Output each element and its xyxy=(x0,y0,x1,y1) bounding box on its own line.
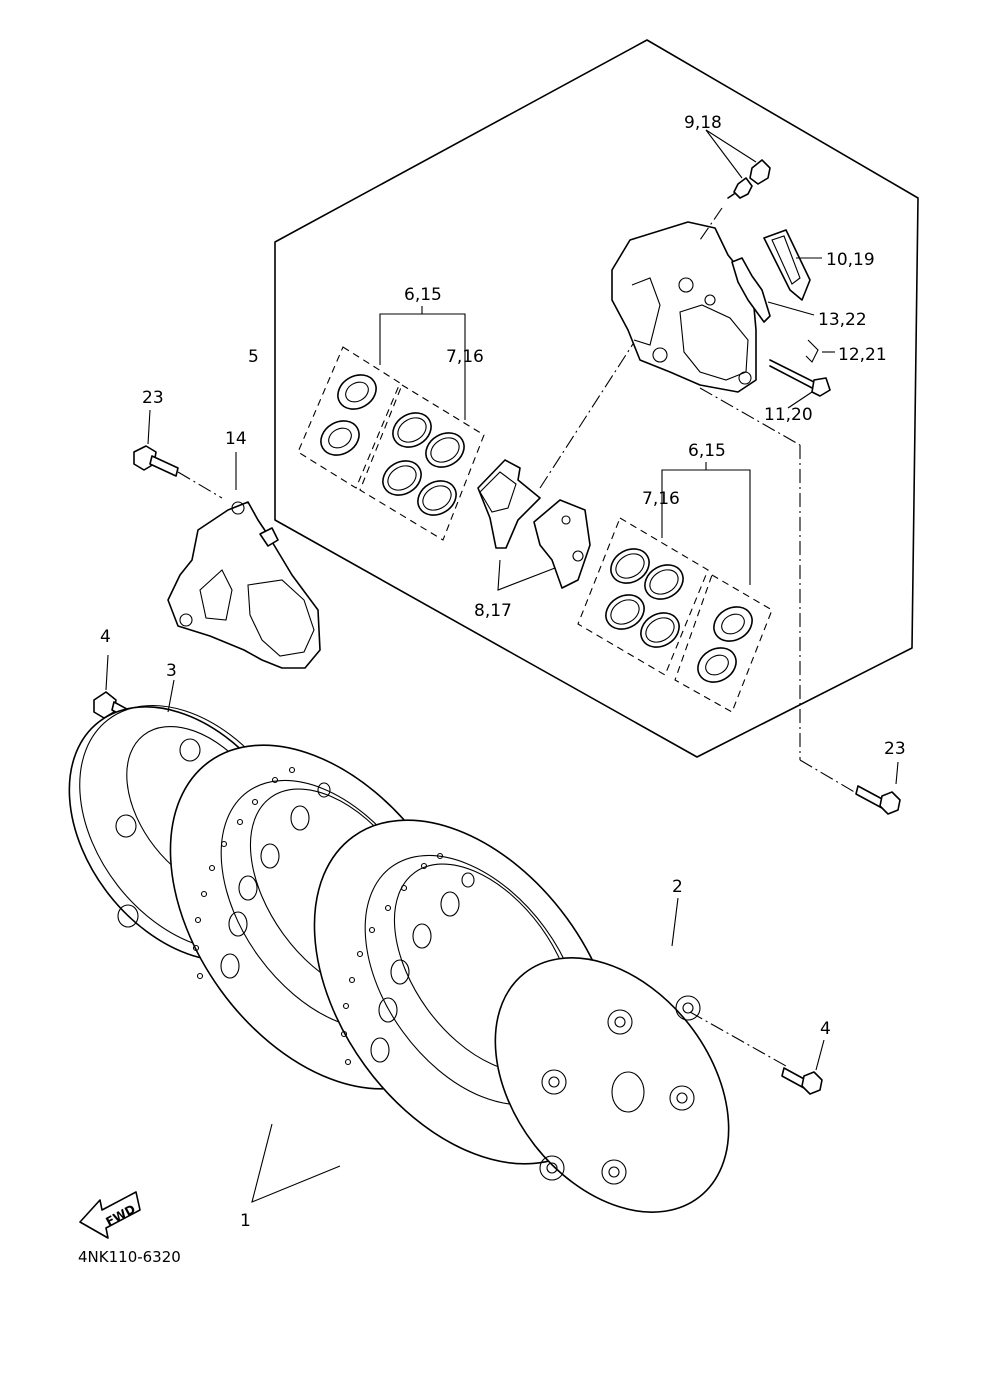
label-pad-spring: 10,19 xyxy=(826,250,875,270)
pad-spring xyxy=(763,229,822,301)
piston-seal-group-upper xyxy=(297,306,485,541)
disc-bolt-right xyxy=(689,1011,825,1095)
caliper-bolt-lower xyxy=(855,761,901,815)
caliper-left xyxy=(167,452,321,669)
piston-seal-group-lower xyxy=(577,462,773,713)
label-cover-right: 2 xyxy=(672,877,683,897)
label-bolt-left: 4 xyxy=(100,627,111,647)
label-seal-upper: 7,16 xyxy=(446,347,484,367)
brake-pads xyxy=(477,329,643,591)
label-disc: 1 xyxy=(240,1211,251,1231)
label-caliper-bolt-upper: 23 xyxy=(142,388,164,408)
label-cover-left: 3 xyxy=(166,661,177,681)
label-caliper-bolt-lower: 23 xyxy=(884,739,906,759)
disc-front-holes xyxy=(192,766,331,980)
label-bolt-right: 4 xyxy=(820,1019,831,1039)
caliper-bolt-upper xyxy=(133,409,223,499)
label-piston-lower: 6,15 xyxy=(688,441,726,461)
disc-leader xyxy=(251,1123,341,1203)
label-support: 13,22 xyxy=(818,310,867,330)
disc-rear-holes xyxy=(340,852,475,1066)
label-caliper-assy: 5 xyxy=(248,347,259,367)
label-seal-lower: 7,16 xyxy=(642,489,680,509)
fwd-arrow-icon: FWD xyxy=(79,1191,141,1239)
caliper-assembly-outline xyxy=(274,39,919,758)
label-pads: 8,17 xyxy=(474,601,512,621)
label-caliper-left: 14 xyxy=(225,429,247,449)
pad-support xyxy=(731,257,815,323)
label-clip: 12,21 xyxy=(838,345,887,365)
label-bleed-screw: 9,18 xyxy=(684,113,722,133)
disc-cover-right xyxy=(494,897,730,1213)
bleed-screw xyxy=(699,129,771,241)
caliper-right xyxy=(611,221,757,393)
pad-pin xyxy=(769,339,835,409)
label-pin: 11,20 xyxy=(764,405,813,425)
diagram-code: 4NK110-6320 xyxy=(78,1248,181,1266)
label-piston-upper: 6,15 xyxy=(404,285,442,305)
